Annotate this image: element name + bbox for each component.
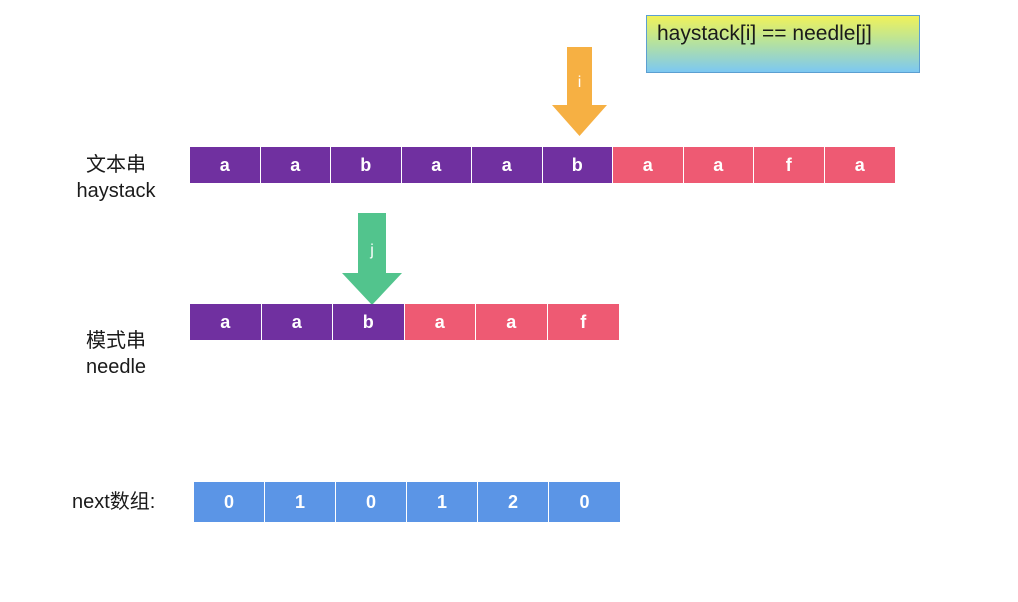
needle-cell: f [547, 304, 619, 340]
needle-cell: a [404, 304, 476, 340]
condition-text: haystack[i] == needle[j] [657, 22, 872, 45]
haystack-cell: b [331, 147, 402, 183]
pointer-i-arrow: i [552, 47, 607, 136]
pointer-j-arrow: j [342, 213, 402, 305]
next-cell: 0 [194, 482, 265, 522]
next-cell: 0 [549, 482, 620, 522]
haystack-cell: a [824, 147, 895, 183]
needle-label: 模式串 needle [66, 328, 166, 380]
condition-box: haystack[i] == needle[j] [646, 15, 920, 73]
needle-cell: a [190, 304, 262, 340]
haystack-cell: a [472, 147, 543, 183]
haystack-label-cn: 文本串 [86, 154, 146, 176]
needle-label-cn: 模式串 [86, 330, 146, 352]
next-label-text: next数组: [72, 491, 156, 513]
next-cell: 1 [265, 482, 336, 522]
needle-label-en: needle [85, 356, 147, 378]
next-label: next数组: [72, 489, 155, 515]
haystack-label-en: haystack [76, 180, 156, 202]
haystack-cell: a [683, 147, 754, 183]
needle-cell: a [261, 304, 333, 340]
needle-cell: a [476, 304, 548, 340]
needle-cell: b [333, 304, 405, 340]
next-cell: 0 [336, 482, 407, 522]
haystack-cell: a [401, 147, 472, 183]
next-cell: 2 [478, 482, 549, 522]
haystack-cell: a [260, 147, 331, 183]
haystack-cell: f [754, 147, 825, 183]
haystack-cell: a [190, 147, 261, 183]
pointer-i-label: i [577, 74, 582, 91]
down-arrow-icon [552, 47, 607, 136]
pointer-j-label: j [370, 242, 374, 259]
haystack-cell: a [613, 147, 684, 183]
next-cell: 1 [407, 482, 478, 522]
down-arrow-icon [342, 213, 402, 305]
haystack-cell: b [542, 147, 613, 183]
haystack-label: 文本串 haystack [66, 152, 166, 204]
